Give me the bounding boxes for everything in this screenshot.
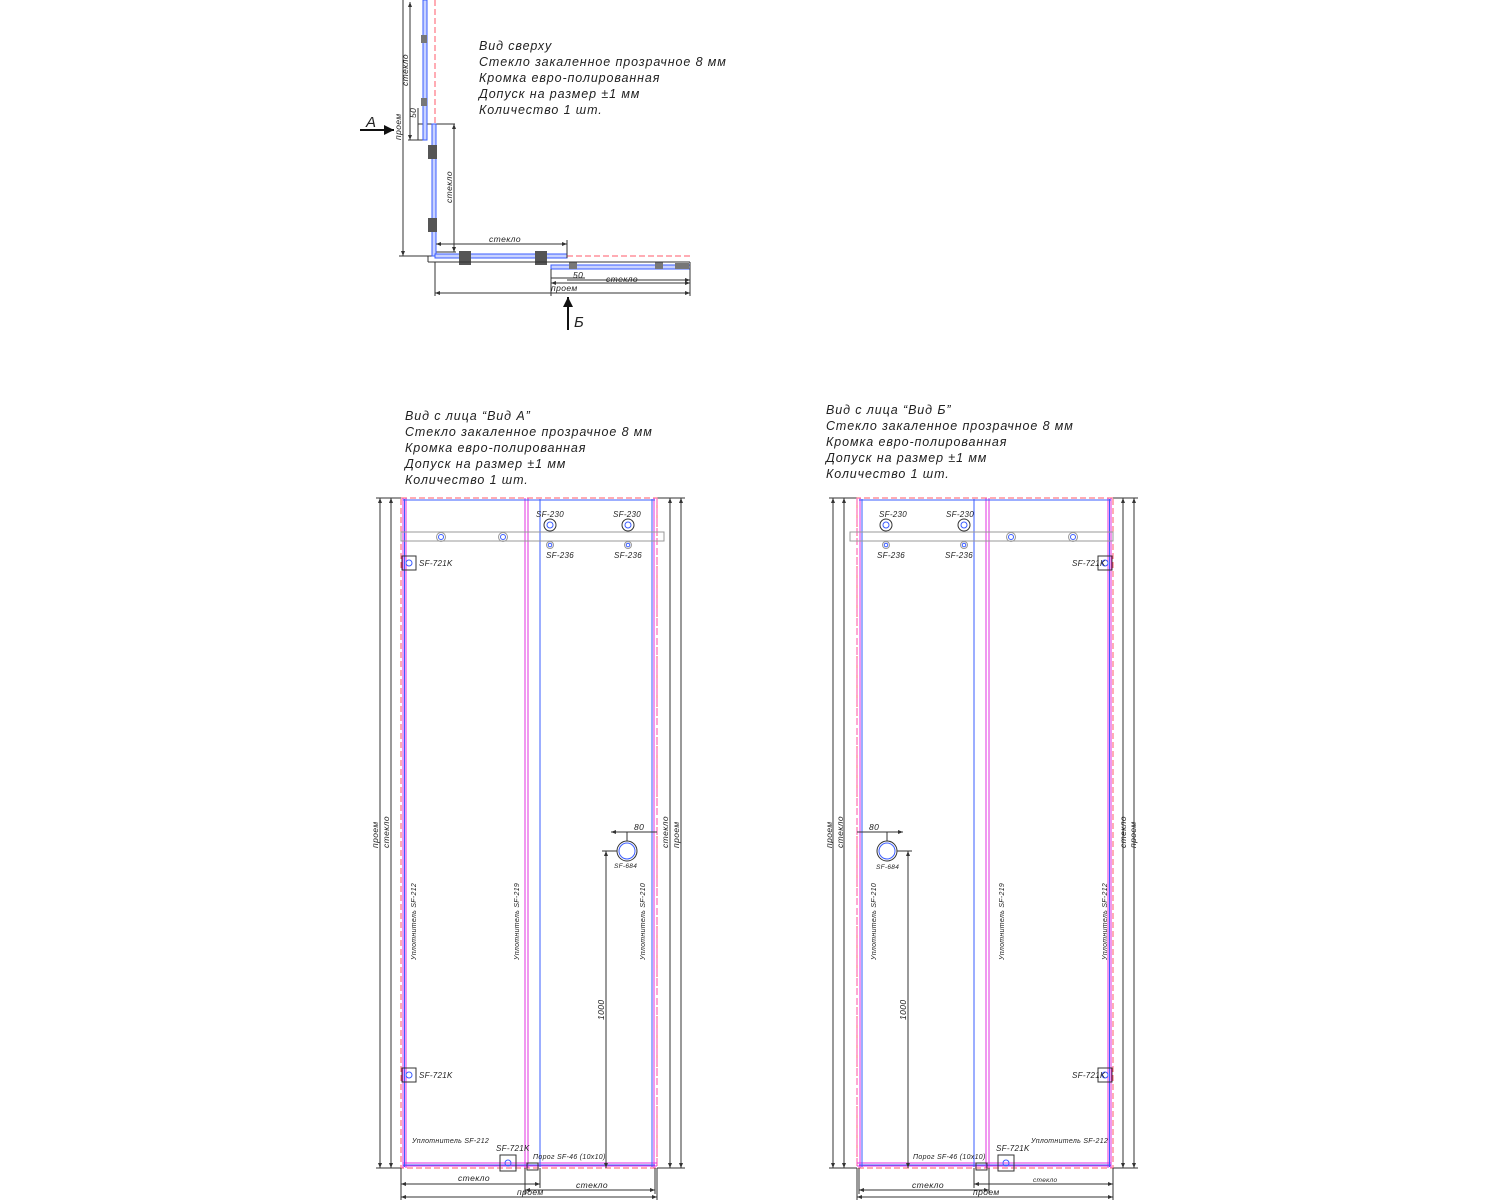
label-sf236: SF-236 [877, 551, 905, 560]
note-glass: Стекло закаленное прозрачное 8 мм [479, 55, 727, 69]
label-seal-mid: Уплотнитель SF-219 [514, 883, 521, 961]
dim-proem-left: проем [370, 821, 380, 848]
label-sf721k: SF-721K [496, 1144, 530, 1153]
note-quantity: Количество 1 шт. [826, 467, 950, 481]
arrow-b-label: Б [574, 314, 584, 331]
dim-glass-left: стекло [381, 816, 391, 848]
view-a: Вид с лица “Вид А” Стекло закаленное про… [370, 409, 685, 1200]
view-b-geometry [829, 498, 1138, 1200]
label-sf230: SF-230 [536, 510, 564, 519]
dim-proem-right: проем [671, 821, 681, 848]
view-b-notes: Вид с лица “Вид Б” Стекло закаленное про… [824, 403, 1074, 481]
dim-glass-mid: стекло [444, 171, 454, 203]
note-glass: Стекло закаленное прозрачное 8 мм [826, 419, 1074, 433]
dim-80: 80 [869, 822, 879, 832]
label-seal-right: Уплотнитель SF-210 [640, 883, 647, 961]
dim-glass-right: стекло [660, 816, 670, 848]
note-title: Вид с лица “Вид Б” [826, 403, 951, 417]
dim-1000: 1000 [898, 999, 908, 1020]
dim-proem-bottom: проем [517, 1187, 544, 1197]
label-seal-left: Уплотнитель SF-210 [871, 883, 878, 961]
note-tolerance: Допуск на размер ±1 мм [477, 87, 640, 101]
note-glass: Стекло закаленное прозрачное 8 мм [405, 425, 653, 439]
note-quantity: Количество 1 шт. [479, 103, 603, 117]
dim-proem-bottom: проем [973, 1187, 1000, 1197]
dim-glass-right: стекло [1118, 816, 1128, 848]
dim-glass-bottom: стекло [576, 1180, 608, 1190]
top-view: А Б проем стекло 50 стекло стекло 50 сте… [360, 0, 727, 331]
dim-proem-right: проем [1128, 821, 1138, 848]
dim-1000: 1000 [596, 999, 606, 1020]
note-title: Вид сверху [479, 39, 552, 53]
label-sf721k: SF-721K [419, 1071, 453, 1080]
dim-50-left: 50 [408, 108, 418, 118]
top-view-geometry [399, 0, 691, 296]
dim-50-bottom: 50 [573, 270, 583, 280]
label-handle: SF-684 [614, 863, 637, 870]
label-sf721k: SF-721K [1072, 559, 1106, 568]
dim-glass-bottom: стекло [912, 1180, 944, 1190]
label-sf230: SF-230 [879, 510, 907, 519]
dim-proem-left: проем [824, 821, 834, 848]
top-view-notes: Вид сверху Стекло закаленное прозрачное … [477, 39, 727, 117]
label-seal-right: Уплотнитель SF-212 [1102, 883, 1109, 961]
label-sf236: SF-236 [945, 551, 973, 560]
label-seal-bottom: Уплотнитель SF-212 [411, 1138, 489, 1145]
dim-glass-bottom: стекло [458, 1173, 490, 1183]
note-tolerance: Допуск на размер ±1 мм [403, 457, 566, 471]
dim-glass-left: стекло [400, 54, 410, 86]
dim-glass-right: стекло [606, 274, 638, 284]
note-quantity: Количество 1 шт. [405, 473, 529, 487]
arrow-a-label: А [365, 114, 376, 131]
view-a-geometry [376, 498, 685, 1200]
label-sf236: SF-236 [546, 551, 574, 560]
arrow-b-icon [563, 297, 573, 330]
arrow-a-icon [360, 125, 394, 135]
dim-glass-bottom: стекло [1033, 1177, 1058, 1184]
dim-glass-horizontal: стекло [489, 234, 521, 244]
label-seal-left: Уплотнитель SF-212 [411, 883, 418, 961]
dim-proem-left: проем [393, 113, 403, 140]
label-threshold: Порог SF-46 (10x10) [533, 1154, 606, 1161]
note-edge: Кромка евро-полированная [826, 435, 1007, 449]
dim-proem-bottom: проем [551, 283, 578, 293]
label-sf721k: SF-721K [1072, 1071, 1106, 1080]
dim-80: 80 [634, 822, 644, 832]
label-seal-bottom: Уплотнитель SF-212 [1030, 1138, 1108, 1145]
label-sf230: SF-230 [946, 510, 974, 519]
label-sf721k: SF-721K [419, 559, 453, 568]
label-sf230: SF-230 [613, 510, 641, 519]
note-edge: Кромка евро-полированная [479, 71, 660, 85]
note-title: Вид с лица “Вид А” [405, 409, 531, 423]
label-threshold: Порог SF-46 (10x10) [913, 1154, 986, 1161]
note-edge: Кромка евро-полированная [405, 441, 586, 455]
label-sf721k: SF-721K [996, 1144, 1030, 1153]
label-sf236: SF-236 [614, 551, 642, 560]
label-handle: SF-684 [876, 864, 899, 871]
view-a-notes: Вид с лица “Вид А” Стекло закаленное про… [403, 409, 653, 487]
view-b: Вид с лица “Вид Б” Стекло закаленное про… [824, 403, 1138, 1200]
label-seal-mid: Уплотнитель SF-219 [999, 883, 1006, 961]
note-tolerance: Допуск на размер ±1 мм [824, 451, 987, 465]
dim-glass-left: стекло [835, 816, 845, 848]
